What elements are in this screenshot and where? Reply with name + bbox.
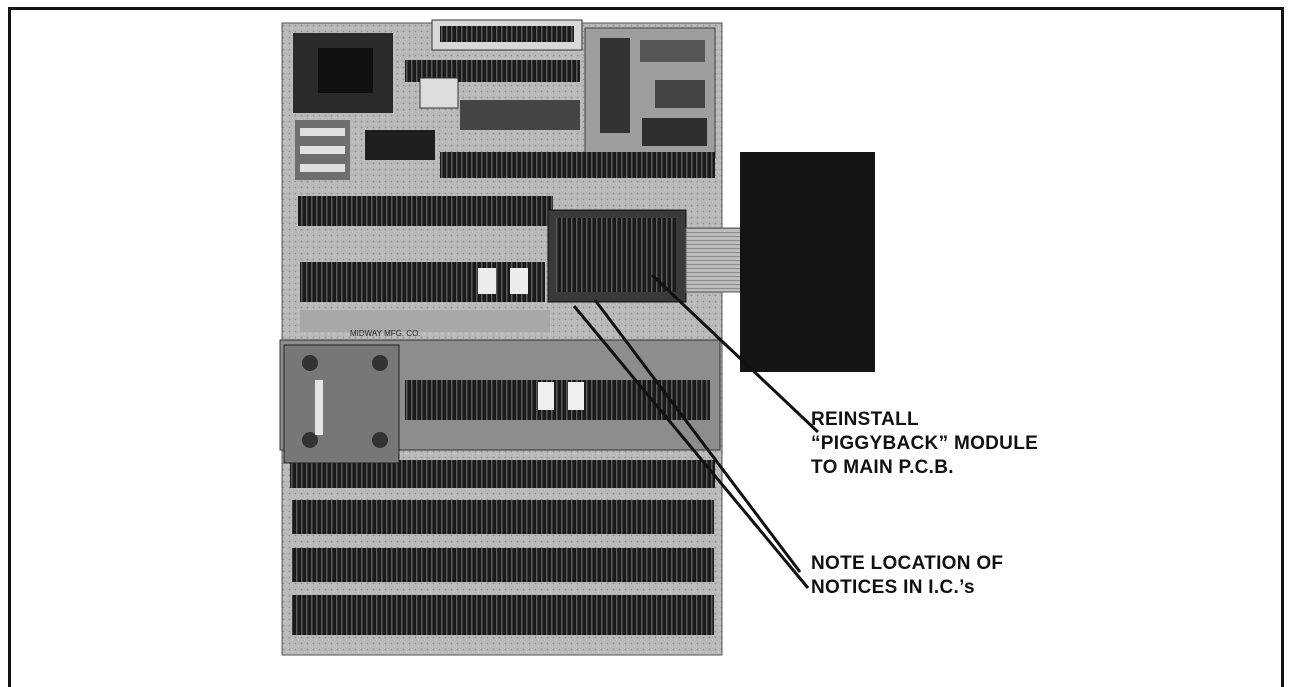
callout-2-line-2: NOTICES IN I.C.’s	[811, 577, 975, 598]
main-pcb: MIDWAY MFG. CO.	[281, 19, 723, 656]
callout-1-line-1: REINSTALL	[811, 409, 919, 430]
document-frame	[8, 7, 1284, 687]
callout-1-line-2: “PIGGYBACK” MODULE	[811, 433, 1039, 454]
board-silkscreen-text: MIDWAY MFG. CO.	[350, 329, 421, 338]
callout-2-line-1: NOTE LOCATION OF	[811, 553, 1004, 574]
callout-note-location: NOTE LOCATION OF NOTICES IN I.C.’s	[811, 552, 1003, 600]
callout-1-line-3: TO MAIN P.C.B.	[811, 457, 954, 478]
leader-lines	[572, 273, 820, 589]
external-module-block	[740, 152, 875, 372]
callout-reinstall-piggyback: REINSTALL “PIGGYBACK” MODULE TO MAIN P.C…	[811, 408, 1038, 480]
